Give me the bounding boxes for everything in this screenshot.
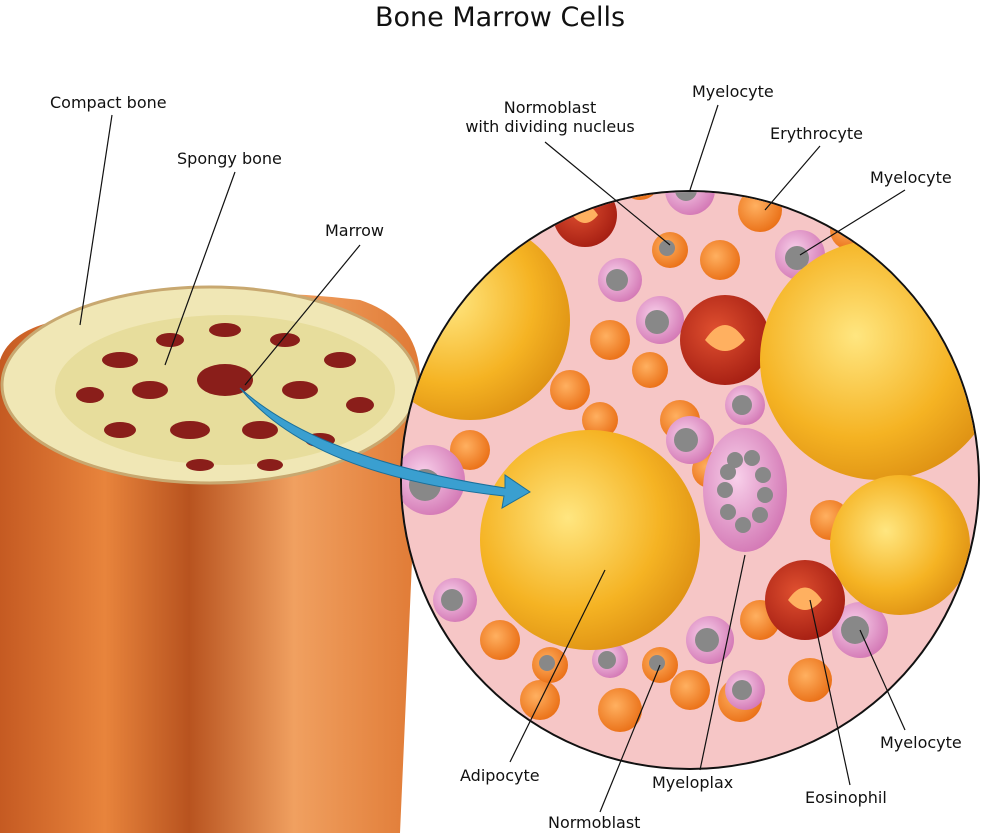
label-eosinophil: Eosinophil — [805, 788, 887, 807]
label-myelocyte-bottom: Myelocyte — [880, 733, 962, 752]
magnified-marrow-circle — [400, 190, 980, 770]
label-normoblast-dividing-line1: Normoblast — [503, 98, 597, 117]
label-myelocyte-right: Myelocyte — [870, 168, 952, 187]
label-erythrocyte: Erythrocyte — [770, 124, 863, 143]
diagram-title: Bone Marrow Cells — [374, 2, 626, 33]
label-normoblast-dividing-line2: with dividing nucleus — [465, 117, 635, 136]
label-normoblast: Normoblast — [548, 813, 641, 832]
bone-section — [0, 285, 420, 833]
label-marrow: Marrow — [325, 221, 385, 240]
label-compact-bone: Compact bone — [50, 93, 167, 112]
myeloplax — [703, 428, 787, 552]
label-myelocyte-top: Myelocyte — [692, 82, 774, 101]
label-adipocyte: Adipocyte — [460, 766, 540, 785]
leader-lines — [79, 104, 906, 813]
label-spongy-bone: Spongy bone — [177, 149, 282, 168]
label-myeloplax: Myeloplax — [652, 773, 734, 792]
label-normoblast-dividing: Normoblast with dividing nucleus — [465, 98, 634, 136]
magnify-arrow — [239, 387, 531, 509]
